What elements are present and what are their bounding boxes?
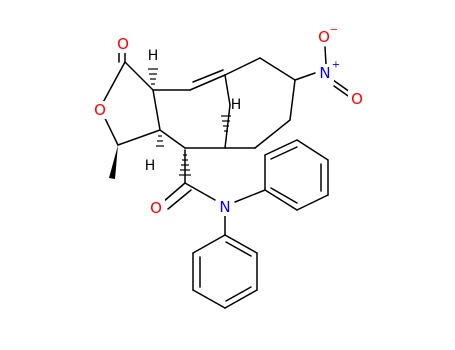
amide-oxygen-label: O	[150, 199, 162, 217]
bond	[225, 241, 252, 257]
wedge-bond	[109, 145, 118, 179]
bond	[332, 79, 351, 93]
bond	[184, 182, 216, 201]
bond	[234, 189, 266, 203]
bond	[152, 89, 161, 131]
bond	[264, 139, 298, 156]
atom-labels: O O O N N + O − O H H H	[91, 25, 366, 217]
amide-nitrogen-label: N	[219, 198, 230, 216]
bond	[192, 69, 224, 83]
bond	[189, 74, 226, 91]
bond	[167, 189, 192, 210]
nitro-nitrogen-charge: +	[332, 60, 340, 71]
bond	[124, 61, 154, 91]
hash-bond	[156, 135, 164, 147]
bond	[324, 46, 327, 65]
bond	[296, 139, 329, 161]
bond	[224, 289, 258, 309]
bond	[162, 182, 186, 203]
hash-bond	[148, 68, 158, 85]
bond	[259, 57, 296, 81]
stereo-bonds	[109, 68, 231, 179]
nitro-oxygen-charge: −	[330, 25, 338, 36]
hash-bond	[179, 154, 191, 176]
nitro-oxygen-label: O	[318, 28, 330, 46]
bond	[254, 119, 291, 149]
hydrogen-label: H	[145, 158, 156, 174]
ring-oxygen-label: O	[94, 101, 106, 119]
hash-bond	[221, 115, 231, 132]
bond	[294, 72, 316, 81]
bond	[224, 57, 261, 76]
bonds	[99, 46, 352, 309]
bond	[225, 286, 252, 302]
bond	[224, 234, 258, 254]
bond	[117, 129, 161, 146]
bond	[296, 194, 329, 211]
hydrogen-label: H	[231, 97, 242, 113]
bond	[192, 234, 226, 254]
bond	[264, 189, 298, 211]
bond	[159, 129, 186, 149]
hydrogen-label: H	[148, 48, 159, 64]
bond	[192, 289, 226, 309]
nitro-oxygen-label: O	[351, 90, 363, 108]
bond	[270, 146, 298, 160]
carbonyl-oxygen-label: O	[117, 35, 129, 53]
bond	[224, 74, 231, 106]
bond	[270, 187, 298, 204]
bond	[99, 61, 126, 109]
nitro-nitrogen-label: N	[319, 64, 330, 82]
bond	[289, 79, 296, 121]
